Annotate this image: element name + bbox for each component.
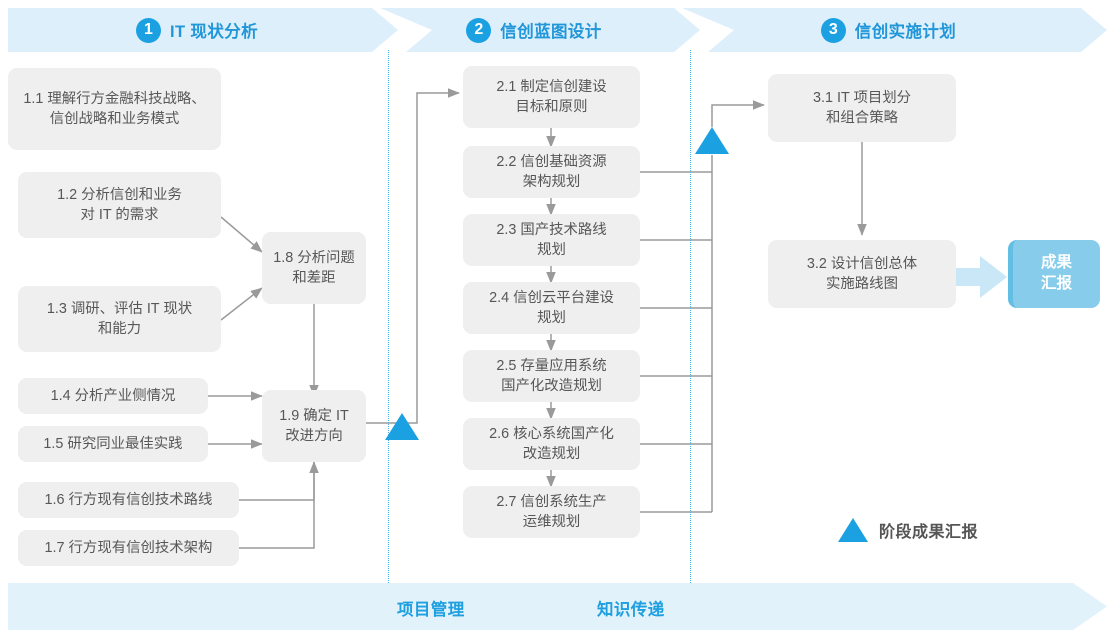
node-1-2[interactable]: 1.2 分析信创和业务 对 IT 的需求 [18,172,221,238]
milestone-triangle-phase1 [385,413,419,440]
phase-band-2: 2 信创蓝图设计 [380,8,700,52]
node-1-8[interactable]: 1.8 分析问题 和差距 [262,232,366,304]
node-3-1[interactable]: 3.1 IT 项目划分 和组合策略 [768,74,956,142]
node-2-4[interactable]: 2.4 信创云平台建设 规划 [463,282,640,334]
node-1-7[interactable]: 1.7 行方现有信创技术架构 [18,530,239,566]
node-2-7[interactable]: 2.7 信创系统生产 运维规划 [463,486,640,538]
footer-item-knowledge-transfer: 知识传递 [597,601,665,619]
footer-band [8,583,1107,630]
legend-label: 阶段成果汇报 [879,524,979,541]
phase-label-1: IT 现状分析 [169,23,259,41]
milestone-triangle-phase2 [695,127,729,154]
lane-divider-2-3 [690,50,691,585]
node-2-6[interactable]: 2.6 核心系统国产化 改造规划 [463,418,640,470]
node-3-2[interactable]: 3.2 设计信创总体 实施路线图 [768,240,956,308]
lane-divider-1-2 [388,50,389,585]
phase-number-3: 3 [821,18,846,43]
result-arrow-icon [951,256,1007,298]
node-2-2[interactable]: 2.2 信创基础资源 架构规划 [463,146,640,198]
phase-band-1: 1 IT 现状分析 [8,8,398,52]
node-2-5[interactable]: 2.5 存量应用系统 国产化改造规划 [463,350,640,402]
phase-label-2: 信创蓝图设计 [500,23,602,41]
node-1-9[interactable]: 1.9 确定 IT 改进方向 [262,390,366,462]
node-1-4[interactable]: 1.4 分析产业侧情况 [18,378,208,414]
legend: 阶段成果汇报 [838,518,978,542]
footer-item-project-management: 项目管理 [397,601,465,619]
node-1-5[interactable]: 1.5 研究同业最佳实践 [18,426,208,462]
node-1-6[interactable]: 1.6 行方现有信创技术路线 [18,482,239,518]
phase-number-1: 1 [136,18,161,43]
node-1-1[interactable]: 1.1 理解行方金融科技战略、 信创战略和业务模式 [8,68,221,150]
result-badge[interactable]: 成果 汇报 [1008,240,1100,308]
node-2-1[interactable]: 2.1 制定信创建设 目标和原则 [463,66,640,128]
phase-label-3: 信创实施计划 [854,23,957,41]
phase-band-3: 3 信创实施计划 [682,8,1107,52]
node-2-3[interactable]: 2.3 国产技术路线 规划 [463,214,640,266]
triangle-milestone-icon [838,518,868,542]
phase-number-2: 2 [466,18,491,43]
node-1-3[interactable]: 1.3 调研、评估 IT 现状 和能力 [18,286,221,352]
